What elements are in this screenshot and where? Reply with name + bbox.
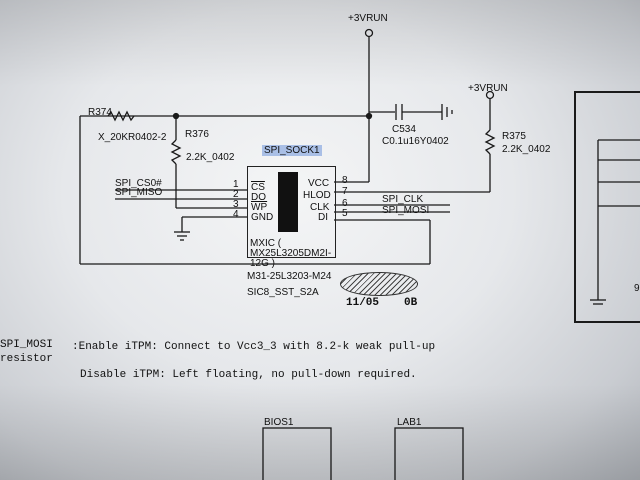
power-label-right: +3VRUN xyxy=(468,83,508,94)
net-spi-mosi: SPI_MOSI xyxy=(382,205,430,216)
c534-value: C0.1u16Y0402 xyxy=(382,136,449,147)
pin-name-gnd: GND xyxy=(251,212,274,223)
alt-part: M31-25L3203-M24 xyxy=(247,271,332,282)
r375-ref: R375 xyxy=(502,131,526,142)
pin-name-cs: CS xyxy=(251,182,265,193)
pin-num-3: 3 xyxy=(233,199,239,210)
pin-name-hlod: HLOD xyxy=(303,190,331,201)
note-enable: :Enable iTPM: Connect to Vcc3_3 with 8.2… xyxy=(72,341,436,353)
net-spi-clk: SPI_CLK xyxy=(382,194,424,205)
block-bios-label: BIOS1 xyxy=(264,417,294,428)
spi-flash-chip: CS DO WP GND VCC HLOD CLK DI MXIC ( MX25… xyxy=(247,166,336,269)
pin-name-clk: CLK xyxy=(310,202,330,213)
pin-name-wp: WP xyxy=(251,202,268,213)
r374-value: X_20KR0402-2 xyxy=(98,132,167,143)
r375-value: 2.2K_0402 xyxy=(502,144,551,155)
date-stamp: 11/05 xyxy=(346,297,380,309)
note-disable: Disable iTPM: Left floating, no pull-dow… xyxy=(80,369,417,381)
pin-num-1: 1 xyxy=(233,179,239,190)
note-label-line2: resistor xyxy=(0,353,53,365)
rev-stamp: 0B xyxy=(404,297,418,309)
r376-value: 2.2K_0402 xyxy=(186,152,235,163)
chip-part: MXIC ( MX25L3205DM2I-12G ) xyxy=(250,238,332,269)
net-spi-miso: SPI_MISO xyxy=(115,187,163,198)
pin-num-5: 5 xyxy=(342,208,348,219)
hatched-oval-mark xyxy=(340,272,418,296)
pin-name-vcc: VCC xyxy=(308,178,330,189)
pin-num-4: 4 xyxy=(233,209,239,220)
pin-num-6: 6 xyxy=(342,198,348,209)
block-lab-label: LAB1 xyxy=(397,417,422,428)
pin-name-di: DI xyxy=(318,212,328,223)
r376-ref: R376 xyxy=(185,129,209,140)
power-terminal-top xyxy=(364,28,374,38)
pin-num-8: 8 xyxy=(342,175,348,186)
far-right-digit: 9 xyxy=(634,283,640,294)
net-spi-cs: SPI_CS0# xyxy=(115,178,162,189)
note-label: SPI_MOSI xyxy=(0,339,53,351)
pin-num-7: 7 xyxy=(342,186,348,197)
r374-ref: R374 xyxy=(88,107,112,118)
pin-name-do: DO xyxy=(251,192,266,203)
package: SIC8_SST_S2A xyxy=(247,287,319,298)
power-label-top: +3VRUN xyxy=(348,13,388,24)
chip-title: SPI_SOCK1 xyxy=(262,145,322,156)
pin-num-2: 2 xyxy=(233,189,239,200)
c534-ref: C534 xyxy=(392,124,416,135)
